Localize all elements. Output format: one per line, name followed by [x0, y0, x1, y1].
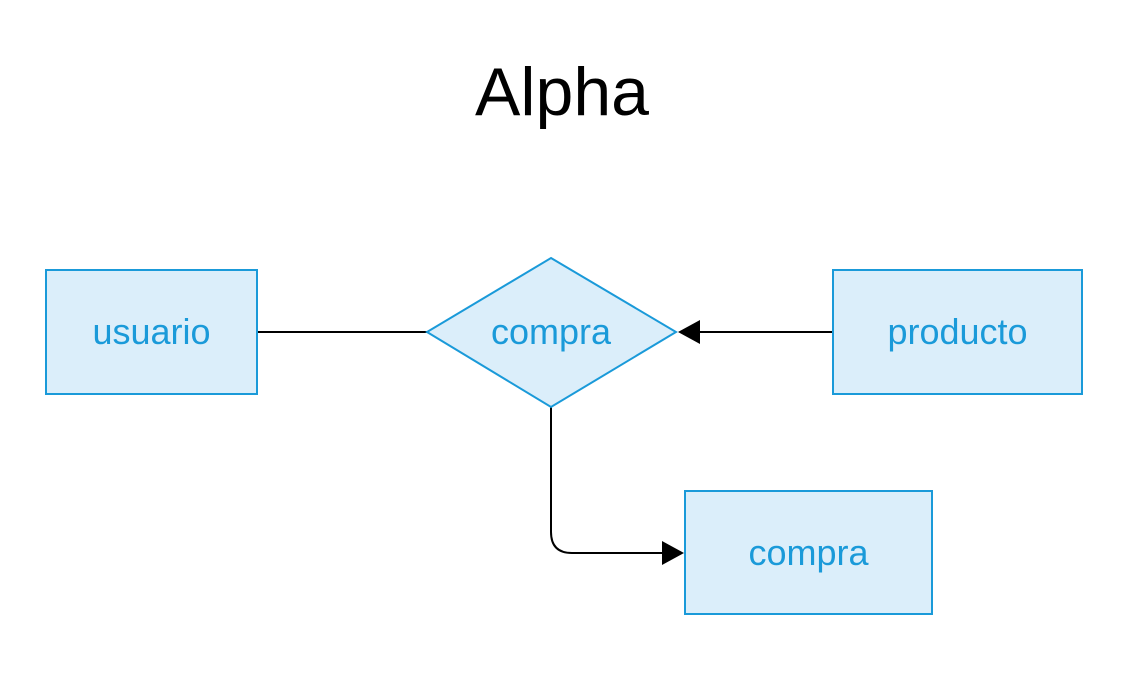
node-producto[interactable]: producto: [832, 269, 1083, 395]
node-usuario[interactable]: usuario: [45, 269, 258, 395]
diagram-title: Alpha: [475, 54, 649, 130]
compra-entity-label: compra: [748, 532, 869, 573]
compra-relationship-label: compra: [491, 311, 612, 352]
producto-label: producto: [887, 311, 1027, 352]
usuario-label: usuario: [92, 311, 210, 352]
arrowhead-to-compra-relation: [678, 320, 700, 344]
node-compra-relationship[interactable]: compra: [425, 256, 678, 409]
arrowhead-to-compra-entity: [662, 541, 684, 565]
node-compra-entity[interactable]: compra: [684, 490, 933, 615]
compra-diamond: [425, 256, 678, 409]
edge-compra-relation-to-compra-entity: [550, 407, 662, 554]
compra-entity-box: [684, 490, 933, 615]
usuario-box: [45, 269, 258, 395]
producto-box: [832, 269, 1083, 395]
edges: [257, 320, 833, 565]
